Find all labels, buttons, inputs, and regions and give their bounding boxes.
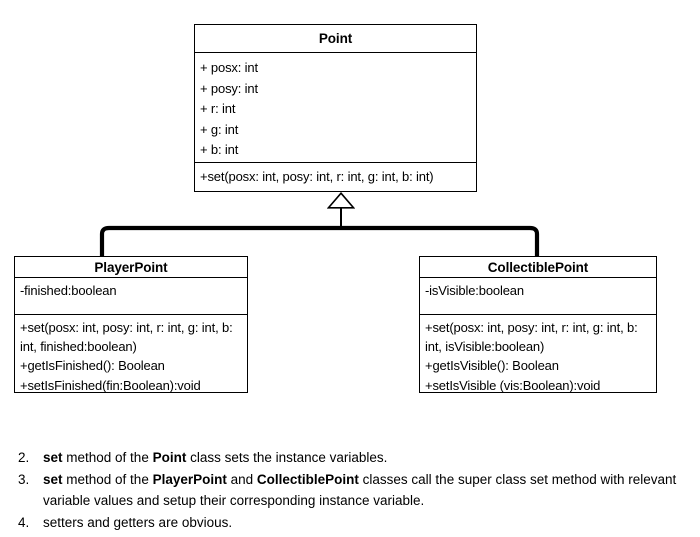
class-name-point: Point <box>195 25 476 53</box>
class-name-collectiblepoint: CollectiblePoint <box>420 257 656 278</box>
operations-compartment-playerpoint: +set(posx: int, posy: int, r: int, g: in… <box>15 314 247 395</box>
operation-row: +set(posx: int, posy: int, r: int, g: in… <box>20 320 233 355</box>
list-item-marker: 3. <box>18 471 30 487</box>
list-item-text: setters and getters are obvious. <box>43 514 233 530</box>
operation-row: +setIsFinished(fin:Boolean):void <box>20 377 201 393</box>
operations-compartment-collectiblepoint: +set(posx: int, posy: int, r: int, g: in… <box>420 314 656 395</box>
list-item: 3. set method of the PlayerPoint and Col… <box>13 469 685 512</box>
attribute-row: + g: int <box>200 121 239 137</box>
uml-class-point: Point + posx: int + posy: int + r: int +… <box>194 24 477 192</box>
attribute-row: + posx: int <box>200 60 258 75</box>
list-item: 2. set method of the Point class sets th… <box>13 447 685 469</box>
operation-row: +getIsFinished(): Boolean <box>20 358 165 374</box>
list-item: 4. setters and getters are obvious. <box>13 512 685 534</box>
uml-class-collectiblepoint: CollectiblePoint -isVisible:boolean +set… <box>419 256 657 393</box>
attribute-row: -isVisible:boolean <box>425 283 524 298</box>
operations-compartment-point: +set(posx: int, posy: int, r: int, g: in… <box>195 162 476 187</box>
operation-row: +getIsVisible(): Boolean <box>425 358 559 374</box>
generalization-stem-line <box>340 207 342 229</box>
notes-list: 2. set method of the Point class sets th… <box>13 447 685 533</box>
list-item-marker: 4. <box>18 514 30 530</box>
class-name-playerpoint: PlayerPoint <box>15 257 247 278</box>
attributes-compartment-playerpoint: -finished:boolean <box>15 278 247 314</box>
operation-row: +setIsVisible (vis:Boolean):void <box>425 377 601 393</box>
attributes-compartment-point: + posx: int + posy: int + r: int + g: in… <box>195 53 476 162</box>
list-item-marker: 2. <box>18 450 30 465</box>
list-item-text: set method of the Point class sets the i… <box>43 450 388 465</box>
operation-row: +set(posx: int, posy: int, r: int, g: in… <box>425 320 638 355</box>
attribute-row: -finished:boolean <box>20 283 117 298</box>
uml-class-playerpoint: PlayerPoint -finished:boolean +set(posx:… <box>14 256 248 393</box>
generalization-bus-line <box>92 221 547 261</box>
attributes-compartment-collectiblepoint: -isVisible:boolean <box>420 278 656 314</box>
attribute-row: + posy: int <box>200 80 258 96</box>
list-item-text: set method of the PlayerPoint and Collec… <box>43 471 677 509</box>
attribute-row: + b: int <box>200 142 239 158</box>
attribute-row: + r: int <box>200 101 236 117</box>
operation-row: +set(posx: int, posy: int, r: int, g: in… <box>200 169 434 184</box>
